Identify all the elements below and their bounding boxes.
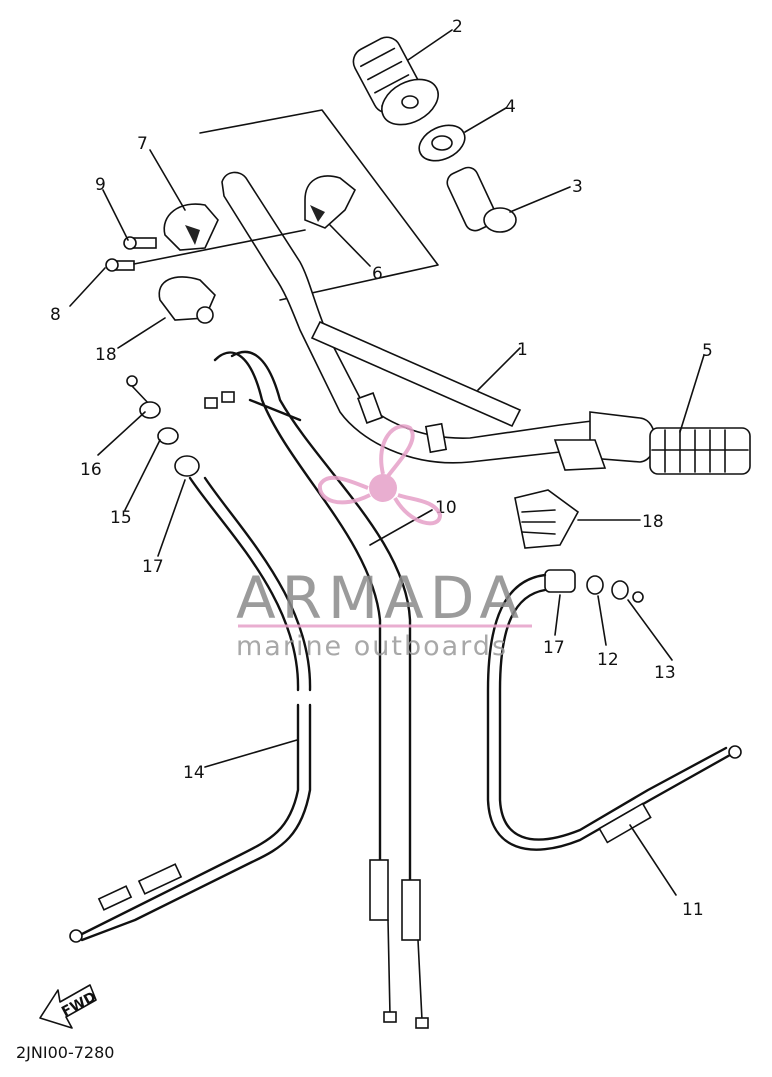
adjuster-right: [544, 569, 644, 603]
screw-8: [105, 258, 135, 272]
callout-18a: 18: [95, 345, 117, 365]
leader-lines: [69, 29, 705, 896]
callout-16: 16: [80, 460, 102, 480]
adjuster-left: [126, 375, 200, 477]
switch-housing-upper: [163, 203, 219, 251]
handlebar: [221, 171, 601, 464]
callout-13: 13: [654, 663, 676, 683]
callout-17b: 17: [543, 638, 565, 658]
diagram-code: 2JNI00-7280: [16, 1043, 114, 1062]
watermark-logo-icon: [317, 424, 443, 526]
screw-9: [123, 236, 157, 250]
watermark-tagline: marine outboards: [236, 631, 508, 662]
cable-right: [486, 573, 742, 851]
callout-5: 5: [702, 341, 713, 361]
watermark-brand: ARMADA: [236, 564, 525, 632]
fwd-arrow: FWD: [39, 984, 99, 1029]
callout-7: 7: [137, 134, 148, 154]
throttle-grip: [352, 36, 439, 126]
right-grip: [553, 411, 751, 475]
callout-11: 11: [682, 900, 704, 920]
throttle-cables: [204, 350, 429, 1029]
callout-3: 3: [572, 177, 583, 197]
callout-14: 14: [183, 763, 205, 783]
callout-6: 6: [372, 264, 383, 284]
callout-numbers: 1 2 3 4 5 6 7 8 9 10 11 12 13 14 15 16 1…: [50, 17, 713, 920]
washer: [418, 124, 466, 162]
switch-housing-lower-left: [158, 276, 216, 324]
callout-17a: 17: [142, 557, 164, 577]
callout-8: 8: [50, 305, 61, 325]
callout-9: 9: [95, 175, 106, 195]
callout-4: 4: [505, 97, 516, 117]
callout-1: 1: [517, 340, 528, 360]
callout-15: 15: [110, 508, 132, 528]
clutch-cable-left: [69, 476, 312, 943]
armada-watermark: ARMADA marine outboards: [236, 424, 532, 662]
fwd-label: FWD: [59, 989, 99, 1020]
lever-holder-right: [514, 489, 580, 549]
callout-18b: 18: [642, 512, 664, 532]
assembly-bracket: [199, 109, 439, 301]
callout-12: 12: [597, 650, 619, 670]
throttle-housing-upper: [304, 175, 357, 229]
callout-2: 2: [452, 17, 463, 37]
throttle-tube: [446, 166, 517, 233]
